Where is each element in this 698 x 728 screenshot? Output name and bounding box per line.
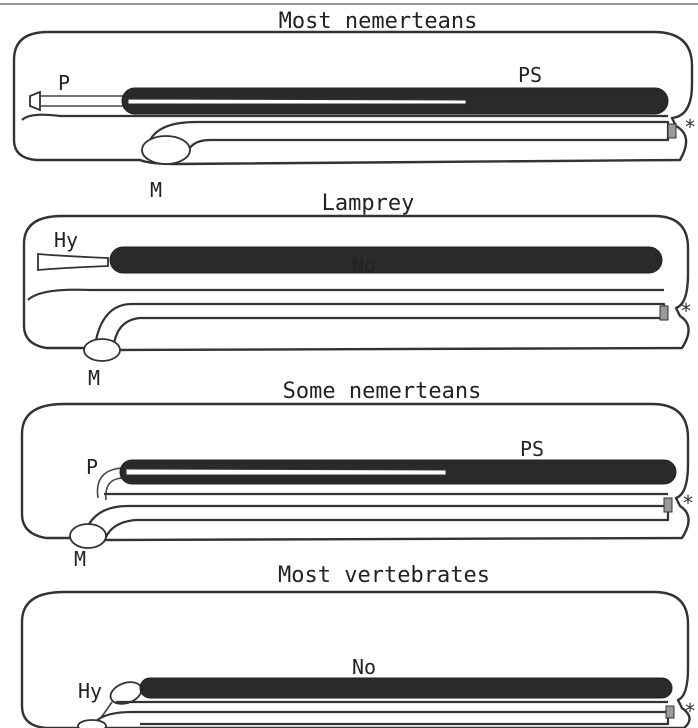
panel-some-nemerteans: Some nemerteans * P PS M xyxy=(22,379,694,571)
panel-1-label-P: P xyxy=(58,71,70,95)
panel-1-proboscis-pore xyxy=(30,92,40,110)
panel-lamprey: Lamprey * Hy No M xyxy=(24,191,692,390)
panel-2-anus-mark: * xyxy=(680,299,692,323)
panel-4-label-No: No xyxy=(352,655,376,679)
panel-4-label-Hy: Hy xyxy=(78,679,102,703)
panel-4-anus xyxy=(666,706,674,718)
panel-2-notochord xyxy=(110,247,662,273)
panel-most-nemerteans: Most nemerteans * P PS M xyxy=(14,9,696,202)
panel-4-hypophysis xyxy=(108,678,145,708)
panel-1-mouth xyxy=(142,136,190,164)
panel-4-anus-mark: * xyxy=(684,699,696,723)
panel-1-title: Most nemerteans xyxy=(279,9,478,34)
panel-2-label-Hy: Hy xyxy=(54,228,78,252)
panel-1-anus-mark: * xyxy=(684,115,696,139)
panel-1-gut xyxy=(150,122,668,156)
panel-1-gut-wall xyxy=(22,115,668,120)
panel-2-mouth xyxy=(84,339,120,361)
panel-4-gut xyxy=(92,712,668,726)
panel-2-gut-wall xyxy=(28,290,664,300)
panel-2-anus xyxy=(660,306,668,320)
panel-3-mouth xyxy=(70,524,106,548)
panel-2-hypophysis-canal xyxy=(38,254,108,270)
panel-2-body-outline xyxy=(24,216,689,350)
panel-1-anus xyxy=(668,124,676,138)
panel-1-label-PS: PS xyxy=(518,63,542,87)
panel-3-gut xyxy=(84,506,668,542)
panel-3-label-P: P xyxy=(86,455,98,479)
panel-3-label-PS: PS xyxy=(520,437,544,461)
panel-3-proboscis-lumen xyxy=(126,469,446,475)
panel-4-title: Most vertebrates xyxy=(278,563,490,588)
panel-2-label-M: M xyxy=(88,366,100,390)
panel-4-notochord xyxy=(140,678,672,698)
panel-1-label-M: M xyxy=(150,178,162,202)
panel-2-gut xyxy=(96,304,664,344)
panel-1-proboscis-lumen xyxy=(128,99,466,104)
panel-3-anus-mark: * xyxy=(682,491,694,515)
panel-3-title: Some nemerteans xyxy=(283,379,482,404)
panel-3-label-M: M xyxy=(74,547,86,571)
panel-4-mouth xyxy=(78,720,106,728)
panel-2-label-No: No xyxy=(352,253,376,277)
panel-2-title: Lamprey xyxy=(322,191,415,216)
panel-3-anus xyxy=(664,498,672,512)
